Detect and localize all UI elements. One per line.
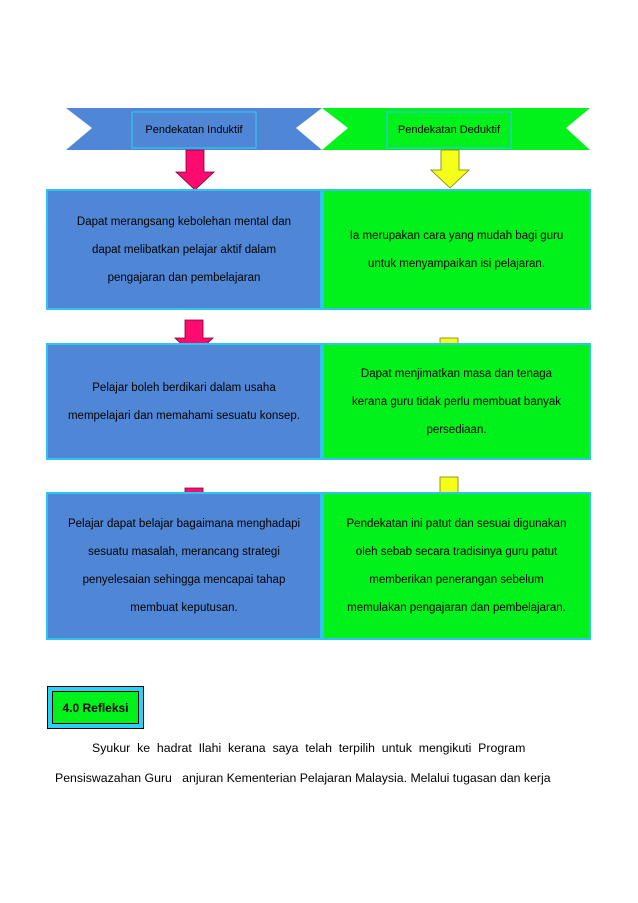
text-line: pengajaran dan pembelajaran (107, 271, 261, 284)
text-line: memulakan pengajaran dan pembelajaran. (347, 602, 566, 614)
text-line: memberikan penerangan sebelum (369, 574, 544, 586)
text-line: dapat melibatkan pelajar aktif dalam (91, 243, 277, 256)
text-line: Dapat menjimatkan masa dan tenaga (360, 367, 553, 380)
paragraph-line-1: Syukur ke hadrat Ilahi kerana saya telah… (92, 741, 526, 755)
text-line: Pendekatan ini patut dan sesuai digunaka… (346, 518, 567, 530)
header-inductive: Pendekatan Induktif (145, 124, 243, 136)
text-line: penyelesaian sehingga mencapai tahap (82, 574, 286, 586)
inductive-point-1: Dapat merangsang kebolehan mental dan da… (46, 189, 322, 310)
paragraph-line-2: Pensiswazahan Guru anjuran Kementerian P… (55, 771, 551, 785)
text-line: persediaan. (426, 423, 487, 436)
pink-arrow-1 (174, 149, 216, 191)
text-line: oleh sebab secara tradisinya guru patut (355, 546, 558, 558)
text-line: untuk menyampaikan isi pelajaran. (367, 257, 546, 270)
text-line: Pelajar boleh berdikari dalam usaha (92, 381, 276, 394)
deductive-point-1: Ia merupakan cara yang mudah bagi guru u… (322, 189, 591, 310)
text-line: kerana guru tidak perlu membuat banyak (351, 395, 562, 408)
section-heading-box: 4.0 Refleksi (47, 686, 144, 729)
left-banner-center (131, 111, 257, 149)
deductive-point-2: Dapat menjimatkan masa dan tenaga kerana… (322, 343, 591, 460)
section-heading: 4.0 Refleksi (52, 691, 139, 724)
inductive-point-2: Pelajar boleh berdikari dalam usaha memp… (46, 343, 322, 460)
deductive-point-3: Pendekatan ini patut dan sesuai digunaka… (322, 492, 591, 640)
inductive-point-3: Pelajar dapat belajar bagaimana menghada… (46, 492, 322, 640)
text-line: Dapat merangsang kebolehan mental dan (76, 215, 292, 228)
text-line: sesuatu masalah, merancang strategi (88, 546, 280, 558)
text-line: membuat keputusan. (130, 602, 238, 614)
text-line: mempelajari dan memahami sesuatu konsep. (67, 409, 301, 422)
text-line: Pelajar dapat belajar bagaimana menghada… (67, 518, 301, 530)
text-line: Ia merupakan cara yang mudah bagi guru (349, 229, 564, 242)
right-banner-center (386, 111, 512, 149)
yellow-arrow-1 (429, 149, 471, 189)
header-deductive: Pendekatan Deduktif (397, 124, 501, 136)
